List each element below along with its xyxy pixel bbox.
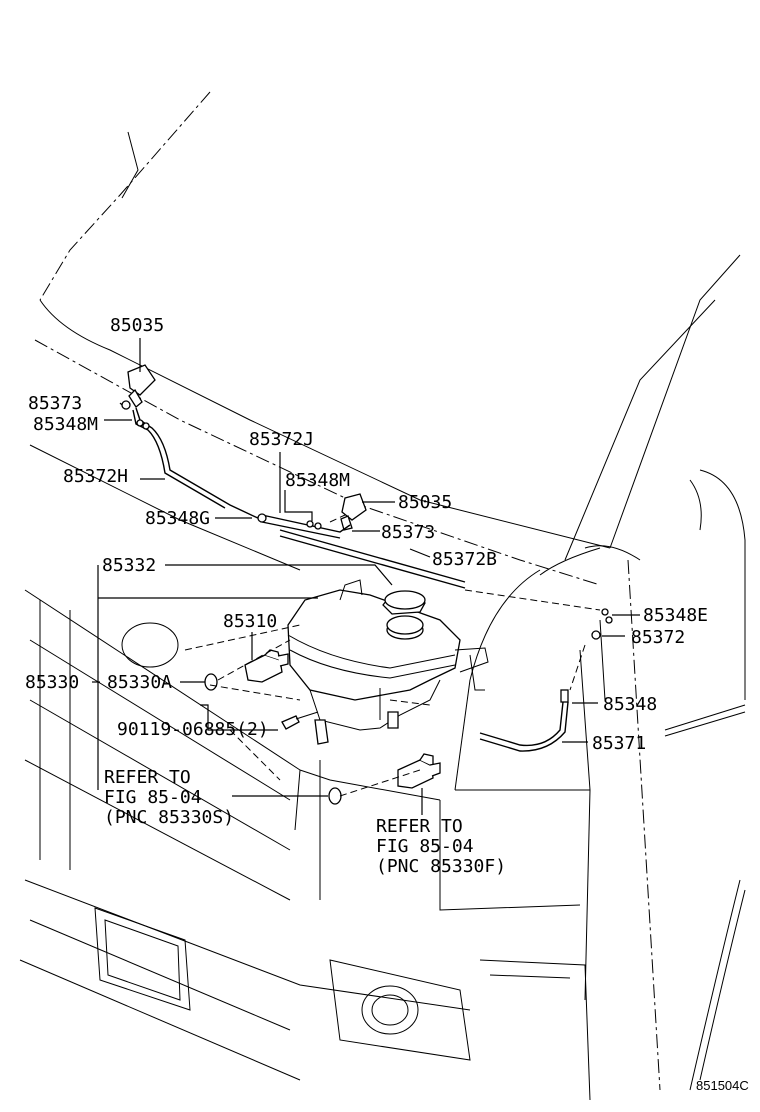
reference-right-line-1: REFER TO	[376, 816, 463, 837]
label-85372b: 85372B	[432, 549, 497, 570]
part-labels: 85035 85373 85348M 85372H 85372J 85348M …	[25, 315, 708, 754]
washer-hoses	[121, 400, 613, 752]
label-85373-left: 85373	[28, 393, 82, 414]
figure-code: 851504C	[696, 1078, 749, 1093]
label-85035-top: 85035	[110, 315, 164, 336]
bolt-icon	[281, 711, 319, 730]
reference-left-line-1: REFER TO	[104, 767, 191, 788]
grommet-lower	[328, 787, 342, 805]
label-85330: 85330	[25, 672, 79, 693]
label-85332: 85332	[102, 555, 156, 576]
reference-right-line-3: (PNC 85330F)	[376, 856, 506, 877]
label-85348m-mid: 85348M	[285, 470, 350, 491]
label-85372: 85372	[631, 627, 685, 648]
washer-pump-upper	[244, 649, 289, 683]
label-85348m-left: 85348M	[33, 414, 98, 435]
washer-reservoir	[287, 579, 489, 745]
reference-note-left: REFER TO FIG 85-04 (PNC 85330S)	[104, 767, 234, 828]
label-90119-06885: 90119-06885(2)	[117, 719, 269, 740]
label-85373-mid: 85373	[381, 522, 435, 543]
reference-left-line-3: (PNC 85330S)	[104, 807, 234, 828]
label-85371: 85371	[592, 733, 646, 754]
vehicle-body-outline	[19, 91, 746, 1101]
assembly-line-upper	[217, 639, 291, 681]
label-85035-mid: 85035	[398, 492, 452, 513]
grommet-upper	[204, 673, 218, 691]
washer-nozzle-right	[340, 493, 367, 531]
label-85372h: 85372H	[63, 466, 128, 487]
assembly-line-lower	[339, 769, 421, 797]
label-85348e: 85348E	[643, 605, 708, 626]
label-85372j: 85372J	[249, 429, 314, 450]
reference-right-line-2: FIG 85-04	[376, 836, 474, 857]
washer-nozzle-left	[127, 364, 156, 408]
washer-pump-lower	[397, 753, 441, 789]
reference-left-line-2: FIG 85-04	[104, 787, 202, 808]
label-85310: 85310	[223, 611, 277, 632]
label-85330a: 85330A	[107, 672, 172, 693]
label-85348: 85348	[603, 694, 657, 715]
label-85348g: 85348G	[145, 508, 210, 529]
reference-note-right: REFER TO FIG 85-04 (PNC 85330F)	[376, 816, 506, 877]
leader-lines	[92, 338, 640, 815]
assembly-line-right	[464, 589, 601, 611]
